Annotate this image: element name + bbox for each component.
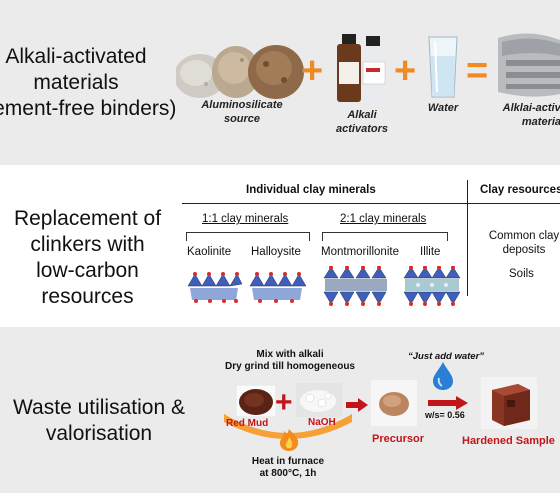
row3-band bbox=[0, 327, 560, 493]
halloysite-structure-image bbox=[249, 272, 306, 303]
common-clay-deposits-label: Common clay deposits bbox=[484, 229, 560, 257]
mix-line2: Dry grind till homogeneous bbox=[224, 361, 355, 372]
row1-title-line1: Alkali-activated bbox=[5, 45, 147, 68]
row1-title-line2: materials bbox=[33, 71, 119, 94]
illite-structure-image bbox=[403, 266, 461, 306]
alkali-activated-material-label: Alklai-activated material bbox=[502, 102, 560, 128]
row3-title: Waste utilisation & valorisation bbox=[0, 395, 198, 447]
row2-title-line2: clinkers with bbox=[30, 233, 145, 256]
precursor-label: Precursor bbox=[372, 433, 424, 445]
process-arrow-1-icon bbox=[346, 398, 368, 412]
montmorillonite-structure-image bbox=[323, 266, 387, 306]
plus-sign-2: + bbox=[394, 50, 417, 92]
alkali-activators-text: Alkali activators bbox=[336, 109, 388, 135]
row1-title: Alkali-activated materials (cement-free … bbox=[0, 44, 192, 122]
individual-clay-minerals-header: Individual clay minerals bbox=[246, 184, 376, 196]
furnace-heat-arc bbox=[224, 414, 352, 439]
aluminosilicate-powder-image bbox=[176, 45, 304, 99]
heat-line1: Heat in furnace bbox=[251, 456, 325, 467]
alkali-activator-bottles-image bbox=[337, 34, 387, 102]
kaolinite-label: Kaolinite bbox=[187, 246, 232, 258]
hardened-sample-image bbox=[480, 376, 538, 430]
process-arrow-2-icon bbox=[428, 396, 468, 410]
precursor-image bbox=[370, 379, 418, 427]
row2-title-line4: resources bbox=[41, 285, 134, 308]
plus-sign-1: + bbox=[301, 50, 324, 92]
row1-title-line3: (cement-free binders) bbox=[0, 97, 177, 120]
heat-line2: at 800°C, 1h bbox=[259, 468, 317, 479]
naoh-image bbox=[296, 383, 342, 417]
red-plus-icon: + bbox=[275, 386, 293, 419]
water-label: Water bbox=[427, 102, 459, 114]
red-mud-label: Red Mud bbox=[226, 418, 269, 429]
naoh-label: NaOH bbox=[308, 417, 336, 428]
group-1-1-bracket bbox=[186, 232, 310, 241]
montmorillonite-label: Montmorillonite bbox=[321, 246, 399, 258]
red-mud-image bbox=[236, 385, 276, 417]
alkali-activators-label: Alkali activators bbox=[331, 108, 393, 136]
kaolinite-structure-image bbox=[187, 272, 242, 303]
water-drop-icon bbox=[433, 362, 453, 390]
water-glass-image bbox=[428, 36, 458, 98]
row2-title-line3: low-carbon bbox=[36, 259, 139, 282]
group-2-1-bracket bbox=[322, 232, 448, 241]
flame-icon bbox=[280, 429, 299, 451]
row2-title: Replacement of clinkers with low-carbon … bbox=[0, 206, 175, 310]
common-clay-line1: Common clay bbox=[488, 230, 560, 242]
just-add-water-label: “Just add water” bbox=[408, 351, 485, 362]
common-clay-line2: deposits bbox=[502, 244, 546, 256]
soils-label: Soils bbox=[509, 268, 534, 280]
mix-instruction: Mix with alkali Dry grind till homogeneo… bbox=[218, 349, 362, 373]
group-1-1-label: 1:1 clay minerals bbox=[202, 213, 289, 225]
equals-sign: = bbox=[466, 50, 489, 92]
water-solid-ratio-label: w/s= 0.56 bbox=[425, 410, 465, 420]
row3-title-line1: Waste utilisation & bbox=[13, 396, 185, 419]
aluminosilicate-label: Aluminosilicate source bbox=[201, 99, 283, 125]
row3-title-line2: valorisation bbox=[45, 422, 153, 445]
mix-line1: Mix with alkali bbox=[256, 349, 324, 360]
hardened-sample-label: Hardened Sample bbox=[462, 435, 555, 447]
halloysite-label: Halloysite bbox=[251, 246, 301, 258]
illite-label: Illite bbox=[420, 246, 441, 258]
table-divider-vertical bbox=[467, 180, 468, 296]
alkali-activated-material-image bbox=[498, 33, 560, 97]
row2-title-line1: Replacement of bbox=[13, 207, 162, 230]
table-divider-horizontal bbox=[182, 203, 560, 204]
clay-resources-header: Clay resources bbox=[480, 184, 560, 196]
heat-instruction: Heat in furnace at 800°C, 1h bbox=[238, 456, 338, 480]
group-2-1-label: 2:1 clay minerals bbox=[340, 213, 427, 225]
